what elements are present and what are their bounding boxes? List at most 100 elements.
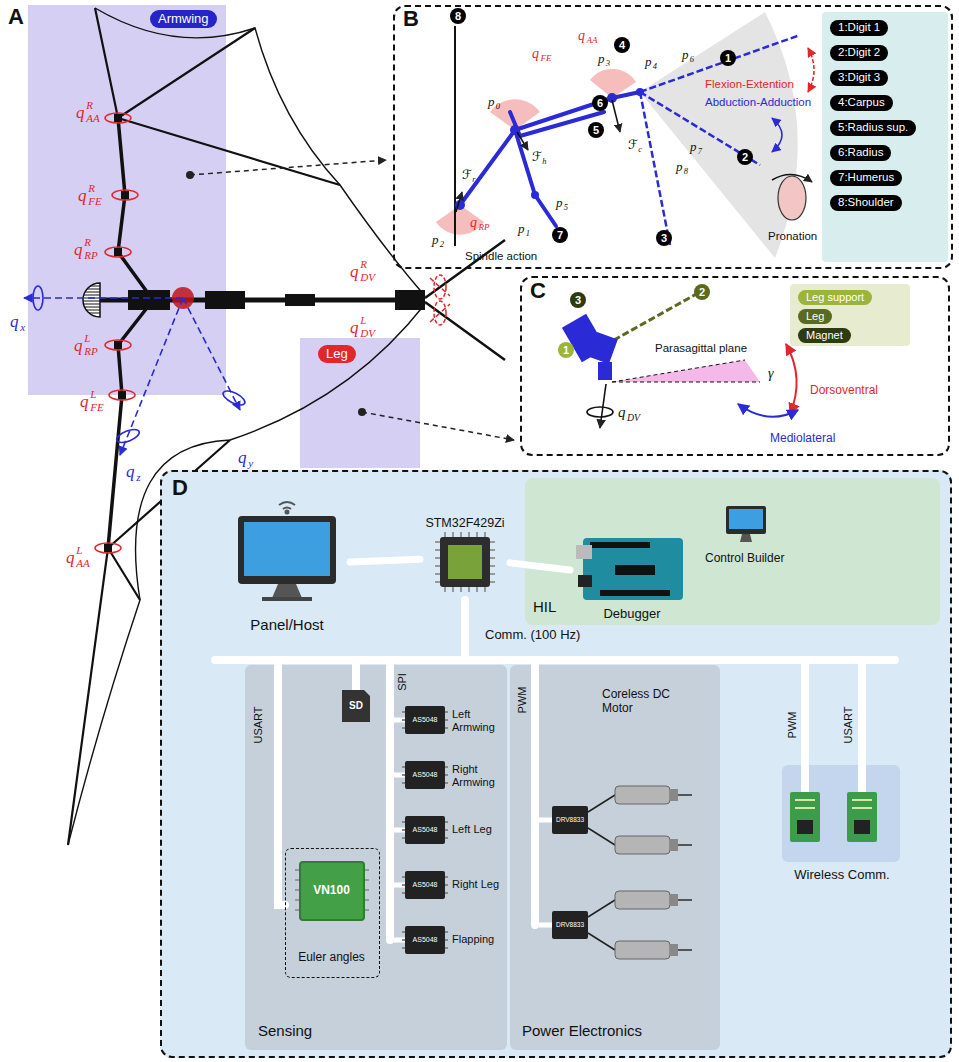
symbol-base: q (10, 312, 19, 332)
symbol-base: p (676, 160, 683, 175)
symbol-superscript: R (84, 236, 91, 249)
pivots (531, 191, 539, 199)
digit-axes (640, 35, 800, 245)
symbol-subscript: 8 (684, 167, 688, 177)
joint-markers (105, 247, 131, 257)
body (395, 290, 425, 310)
symbol-subscript: 1 (526, 229, 530, 239)
pivots (455, 88, 644, 210)
power-region (510, 665, 720, 1050)
joint-blocks (121, 191, 129, 199)
motion-arrows (808, 48, 814, 92)
signal-label: USART (842, 706, 855, 743)
mcu-block: STM32F429Zi (420, 515, 510, 600)
motion-arrows (786, 344, 797, 414)
zoom-arrow (190, 160, 386, 175)
device-label: Coreless DC Motor (602, 688, 698, 716)
symbol-subscript: FE (90, 401, 104, 414)
wireless-modules (797, 820, 813, 834)
block-label: Power Electronics (522, 1022, 642, 1040)
motion-arrows (738, 344, 798, 417)
debugger-block: Debugger (570, 530, 695, 625)
builder-computer (726, 506, 766, 534)
chip-marking: AS5048 (413, 716, 438, 724)
symbol-base: q (80, 392, 89, 412)
legend-pill: 1:Digit 1 (830, 20, 888, 36)
legend-panel (790, 284, 910, 346)
pill-text: 3:Digit 3 (838, 71, 880, 85)
block-label: STM32F429Zi (425, 516, 504, 531)
dc-motors (670, 894, 678, 906)
block-label: Panel/Host (250, 616, 323, 634)
leg-axis (605, 292, 700, 345)
dc-motors (678, 844, 692, 846)
encoder-chips (402, 712, 448, 948)
bus-link (350, 559, 420, 562)
body-axes (183, 298, 240, 410)
pill-text: Leg support (806, 291, 864, 304)
pill-text: 8:Shoulder (838, 196, 894, 210)
encoder-chips (405, 871, 445, 899)
symbol-subscript: 6 (690, 55, 694, 65)
callout-number: 3 (656, 230, 672, 246)
symbol-subscript: FE (540, 53, 551, 63)
plane-label: Parasagittal plane (655, 342, 747, 355)
symbol-base: q (470, 215, 477, 231)
symbol-superscript: L (84, 332, 90, 345)
dc-motors (678, 899, 692, 901)
imu-chip (300, 862, 364, 920)
block-label: Debugger (603, 606, 660, 622)
symbol-base: q (532, 46, 539, 62)
callout-number: 1 (720, 50, 736, 66)
encoder-chips (405, 816, 445, 844)
parasagittal-wedge (612, 360, 760, 382)
card-label: SD (349, 700, 363, 712)
pill-text: Magnet (806, 329, 843, 342)
block-label: Euler angles (298, 950, 365, 964)
callout-number: 3 (570, 292, 586, 308)
leg-axis (605, 292, 700, 345)
comm-bus (390, 720, 552, 940)
symbol-subscript: FE (88, 195, 102, 208)
wing-linkage (515, 130, 556, 226)
mcu-chip (440, 537, 490, 587)
zoom-dot (186, 171, 194, 179)
symbol-base: p (598, 52, 605, 67)
body-axes (120, 298, 183, 455)
connectors (350, 559, 570, 570)
host-computer (238, 516, 336, 601)
shoulder-spindle (454, 26, 456, 246)
digit-fan (640, 12, 798, 258)
legend-pill: 8:Shoulder (830, 195, 902, 211)
sensor-name: Right Armwing (452, 763, 506, 788)
motor-wires (588, 795, 615, 950)
wing-linkage (460, 92, 640, 226)
dc-motors (615, 786, 670, 804)
armwing-region (28, 5, 226, 395)
panel-ground (160, 470, 952, 1058)
legend-pill: 6:Radius (830, 145, 891, 161)
motor-drivers (552, 911, 588, 939)
symbol-base: p (432, 233, 439, 248)
sensor-name: Right Leg (452, 878, 506, 891)
wireless-region (782, 765, 900, 862)
body (205, 291, 245, 309)
symbol-base: q (74, 240, 83, 260)
body (83, 286, 100, 313)
dc-motors (670, 839, 678, 851)
panel-letter: D (172, 475, 188, 501)
pill-text: 2:Digit 2 (838, 46, 880, 60)
symbol-base: q (618, 404, 626, 421)
joint-markers (112, 190, 138, 200)
angle-symbol: γ (768, 366, 774, 382)
hil-region (525, 478, 940, 625)
symbol-base: q (78, 186, 87, 206)
wireless-modules (795, 800, 872, 808)
wireless-modules (854, 820, 870, 834)
sensor-name: Flapping (452, 933, 506, 946)
motion-label: Abduction-Adduction (705, 96, 811, 109)
joint-markers (434, 275, 446, 299)
symbol-subscript: RP (84, 345, 98, 358)
dc-motors (670, 789, 678, 801)
